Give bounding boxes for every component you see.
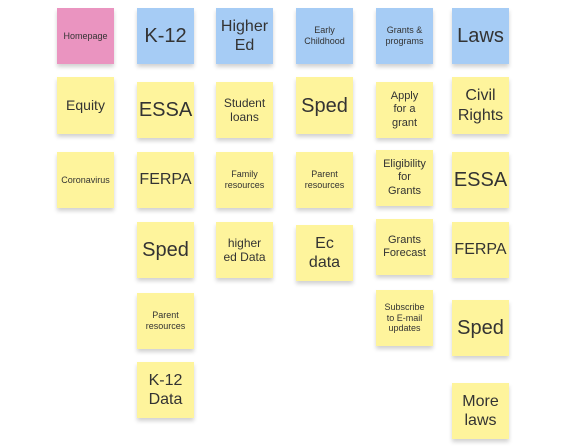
note-ec-data[interactable]: Ec data	[296, 225, 353, 281]
note-early-childhood-label: Early Childhood	[304, 25, 345, 46]
note-parent-resources-ec-label: Parent resources	[304, 169, 345, 190]
note-more-laws-label: More laws	[462, 392, 499, 429]
note-subscribe-updates[interactable]: Subscribe to E-mail updates	[376, 290, 433, 346]
note-grants-forecast[interactable]: Grants Forecast	[376, 219, 433, 275]
note-student-loans-label: Student loans	[223, 95, 266, 124]
note-sped-k12[interactable]: Sped	[137, 222, 194, 278]
note-equity[interactable]: Equity	[57, 77, 114, 134]
note-eligibility-grants[interactable]: Eligibility for Grants	[376, 150, 433, 206]
note-laws-label: Laws	[457, 25, 504, 47]
note-ferpa-k12[interactable]: FERPA	[137, 152, 194, 208]
note-parent-resources-k12-label: Parent resources	[145, 310, 186, 331]
note-higher-ed[interactable]: Higher Ed	[216, 8, 273, 64]
note-family-resources[interactable]: Family resources	[216, 152, 273, 208]
note-sped-ec-label: Sped	[301, 94, 348, 117]
note-k12-data[interactable]: K-12 Data	[137, 362, 194, 418]
note-k12-label: K-12	[144, 25, 187, 47]
note-coronavirus[interactable]: Coronavirus	[57, 152, 114, 208]
note-civil-rights-label: Civil Rights	[457, 87, 504, 124]
note-early-childhood[interactable]: Early Childhood	[296, 8, 353, 64]
note-k12[interactable]: K-12	[137, 8, 194, 64]
note-higher-ed-data[interactable]: higher ed Data	[216, 222, 273, 278]
note-sped-laws-label: Sped	[457, 317, 504, 339]
note-apply-grant[interactable]: Apply for a grant	[376, 82, 433, 138]
note-apply-grant-label: Apply for a grant	[390, 90, 419, 129]
note-eligibility-grants-label: Eligibility for Grants	[383, 158, 426, 197]
note-ec-data-label: Ec data	[308, 234, 341, 271]
note-student-loans[interactable]: Student loans	[216, 82, 273, 138]
note-grants-programs-label: Grants & programs	[385, 25, 424, 46]
note-family-resources-label: Family resources	[224, 169, 265, 190]
note-essa-laws-label: ESSA	[453, 169, 508, 191]
note-ferpa-k12-label: FERPA	[139, 171, 192, 189]
note-grants-programs[interactable]: Grants & programs	[376, 8, 433, 64]
note-sped-laws[interactable]: Sped	[452, 300, 509, 356]
note-equity-label: Equity	[66, 97, 105, 114]
note-sped-ec[interactable]: Sped	[296, 77, 353, 134]
note-essa-laws[interactable]: ESSA	[452, 152, 509, 208]
note-homepage[interactable]: Homepage	[57, 8, 114, 64]
note-sped-k12-label: Sped	[142, 239, 189, 261]
note-essa-k12-label: ESSA	[138, 99, 193, 121]
note-ferpa-laws-label: FERPA	[454, 241, 507, 259]
note-civil-rights[interactable]: Civil Rights	[452, 77, 509, 134]
note-essa-k12[interactable]: ESSA	[137, 82, 194, 138]
note-coronavirus-label: Coronavirus	[61, 174, 110, 185]
note-parent-resources-k12[interactable]: Parent resources	[137, 293, 194, 349]
note-more-laws[interactable]: More laws	[452, 383, 509, 439]
note-parent-resources-ec[interactable]: Parent resources	[296, 152, 353, 208]
note-higher-ed-label: Higher Ed	[220, 17, 269, 54]
note-ferpa-laws[interactable]: FERPA	[452, 222, 509, 278]
note-k12-data-label: K-12 Data	[148, 371, 183, 408]
note-grants-forecast-label: Grants Forecast	[383, 233, 426, 259]
note-subscribe-updates-label: Subscribe to E-mail updates	[384, 301, 425, 334]
note-laws[interactable]: Laws	[452, 8, 509, 64]
note-higher-ed-data-label: higher ed Data	[223, 235, 266, 264]
note-homepage-label: Homepage	[63, 30, 108, 41]
